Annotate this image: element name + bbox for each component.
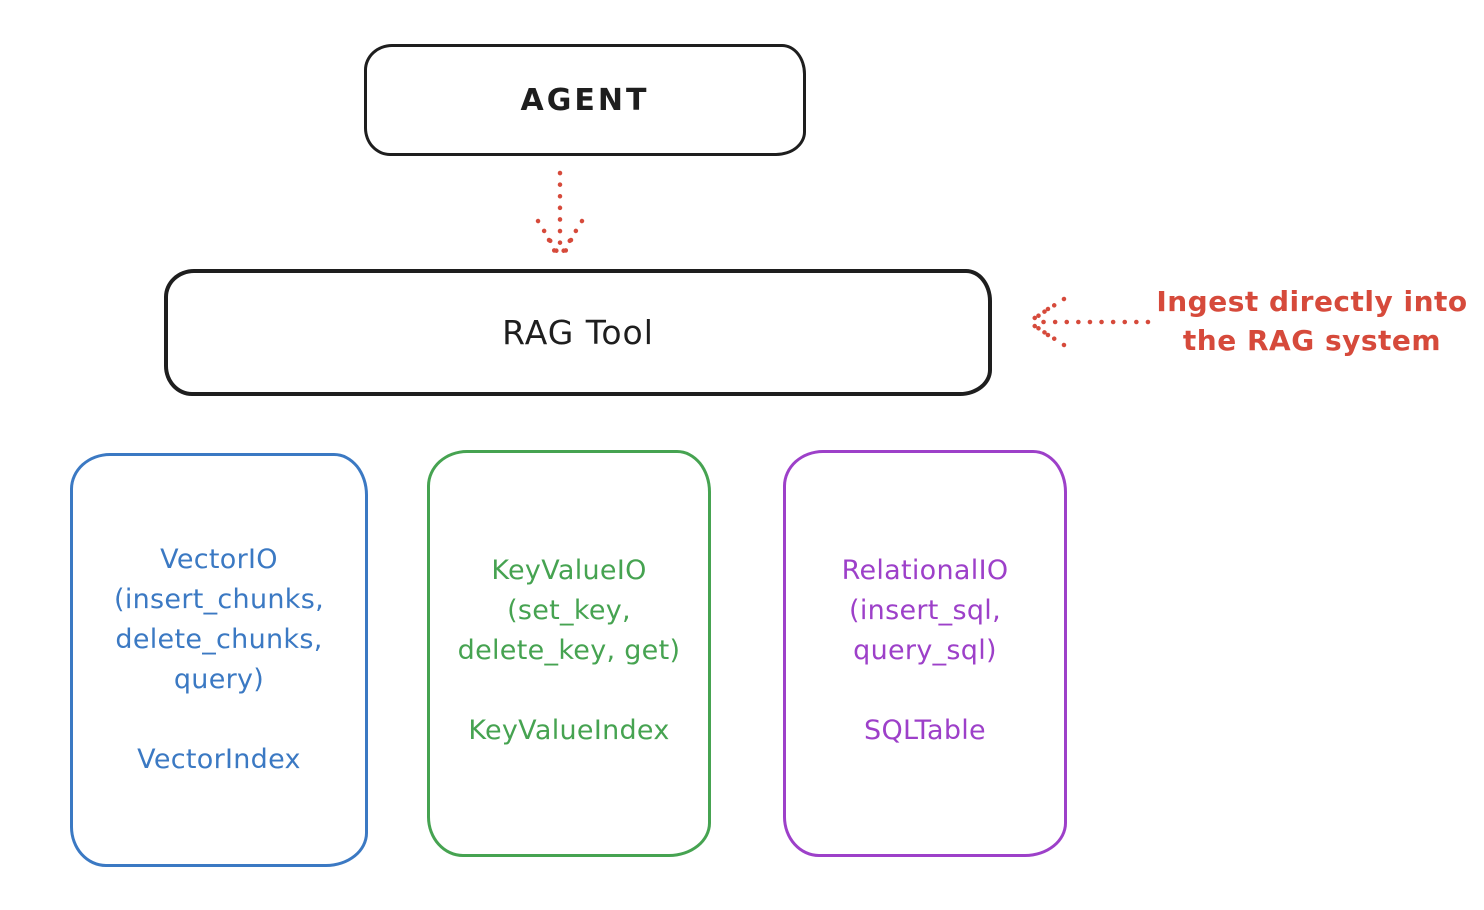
vector-io-methods-line3: query): [173, 664, 265, 695]
relational-io-title: RelationalIO: [841, 555, 1009, 586]
sql-table-label: SQLTable: [864, 715, 986, 746]
relational-io-node: RelationalIO (insert_sql, query_sql) SQL…: [783, 450, 1067, 857]
keyvalue-io-title: KeyValueIO: [491, 555, 647, 586]
vector-index-label: VectorIndex: [137, 744, 301, 775]
ingest-annotation-line1: Ingest directly into: [1156, 285, 1468, 318]
keyvalue-io-methods-line1: (set_key,: [507, 595, 631, 626]
agent-to-rag-arrow-icon: [535, 170, 585, 261]
agent-label: AGENT: [520, 82, 650, 118]
vector-io-title: VectorIO: [160, 544, 278, 575]
relational-io-methods-line2: query_sql): [853, 635, 997, 666]
keyvalue-io-node: KeyValueIO (set_key, delete_key, get) Ke…: [427, 450, 711, 857]
keyvalue-index-label: KeyValueIndex: [468, 715, 670, 746]
vector-io-methods-line1: (insert_chunks,: [114, 584, 324, 615]
ingest-annotation-line2: the RAG system: [1182, 324, 1442, 357]
vector-io-methods-line2: delete_chunks,: [115, 624, 323, 655]
keyvalue-io-methods-line2: delete_key, get): [457, 635, 681, 666]
ingest-to-rag-arrow-icon: [1027, 296, 1151, 348]
vector-io-node: VectorIO (insert_chunks, delete_chunks, …: [70, 453, 368, 867]
ingest-annotation: Ingest directly into the RAG system: [1140, 282, 1484, 360]
rag-tool-node: RAG Tool: [164, 269, 992, 396]
agent-node: AGENT: [364, 44, 806, 156]
rag-tool-label: RAG Tool: [502, 313, 654, 352]
relational-io-methods-line1: (insert_sql,: [849, 595, 1001, 626]
